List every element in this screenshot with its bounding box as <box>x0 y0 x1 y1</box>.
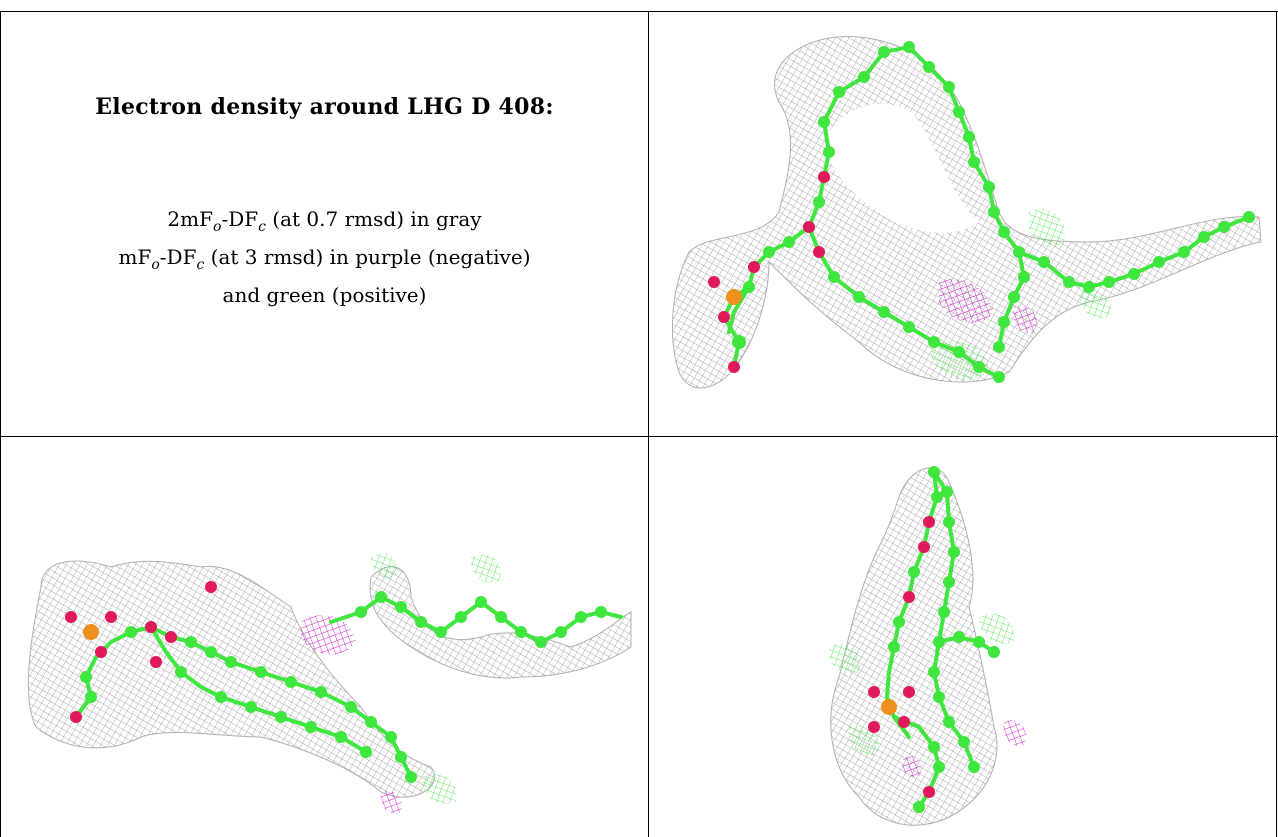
molecule-atoms <box>708 41 1255 383</box>
density-view-1 <box>649 12 1276 436</box>
density-mesh-gray <box>27 560 632 798</box>
molecule-atoms <box>65 581 607 783</box>
molecule-atoms <box>868 466 1000 813</box>
density-negative-purple <box>902 720 1026 778</box>
molecule-render-1 <box>671 35 1262 389</box>
density-mesh-gray <box>671 35 1262 389</box>
density-negative-purple <box>939 278 1038 334</box>
density-negative-purple <box>301 614 403 814</box>
molecule-render-2 <box>27 553 632 814</box>
density-positive-green <box>371 553 501 805</box>
density-view-2 <box>1 437 648 837</box>
table-top-border <box>0 11 1278 12</box>
density-view-3 <box>649 437 1276 837</box>
figure-legend: 2mFo-DFc (at 0.7 rmsd) in gray mFo-DFc (… <box>119 204 531 310</box>
legend-line-1: 2mFo-DFc (at 0.7 rmsd) in gray <box>167 207 482 235</box>
table-middle-border <box>0 436 1278 437</box>
table-center-border <box>648 11 649 837</box>
legend-line-2: mFo-DFc (at 3 rmsd) in purple (negative) <box>118 245 531 273</box>
table-left-border <box>0 11 1 837</box>
molecule-render-3 <box>828 466 1026 826</box>
density-positive-green <box>929 208 1112 381</box>
density-positive-green <box>828 613 1015 756</box>
table-right-border <box>1276 11 1277 837</box>
legend-line-3: and green (positive) <box>222 283 427 307</box>
figure-title: Electron density around LHG D 408: <box>95 94 554 120</box>
caption-cell: Electron density around LHG D 408: 2mFo-… <box>2 12 647 436</box>
